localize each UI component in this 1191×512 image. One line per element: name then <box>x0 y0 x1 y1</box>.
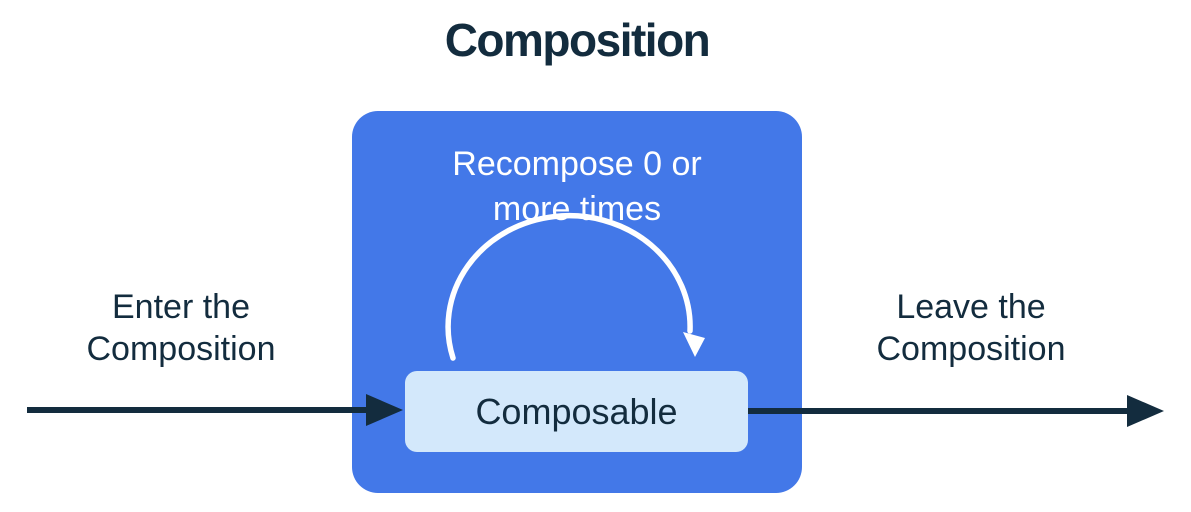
enter-label-line1: Enter the <box>112 288 250 326</box>
leave-arrow <box>748 395 1164 427</box>
enter-label-line2: Composition <box>86 330 276 368</box>
composable-box: Composable <box>405 371 748 452</box>
leave-label-line2: Composition <box>876 330 1066 368</box>
diagram-title: Composition <box>444 14 711 66</box>
enter-composition-label: Enter the Composition <box>56 286 306 370</box>
recompose-label-line2: more times <box>492 190 662 228</box>
leave-label-line1: Leave the <box>896 288 1046 326</box>
enter-arrow <box>27 394 403 426</box>
leave-composition-label: Leave the Composition <box>846 286 1096 370</box>
leave-arrow-head-icon <box>1127 395 1164 427</box>
recompose-label: Recompose 0 or more times <box>352 142 802 232</box>
recompose-label-line1: Recompose 0 or <box>452 145 702 183</box>
composable-label: Composable <box>475 390 678 432</box>
